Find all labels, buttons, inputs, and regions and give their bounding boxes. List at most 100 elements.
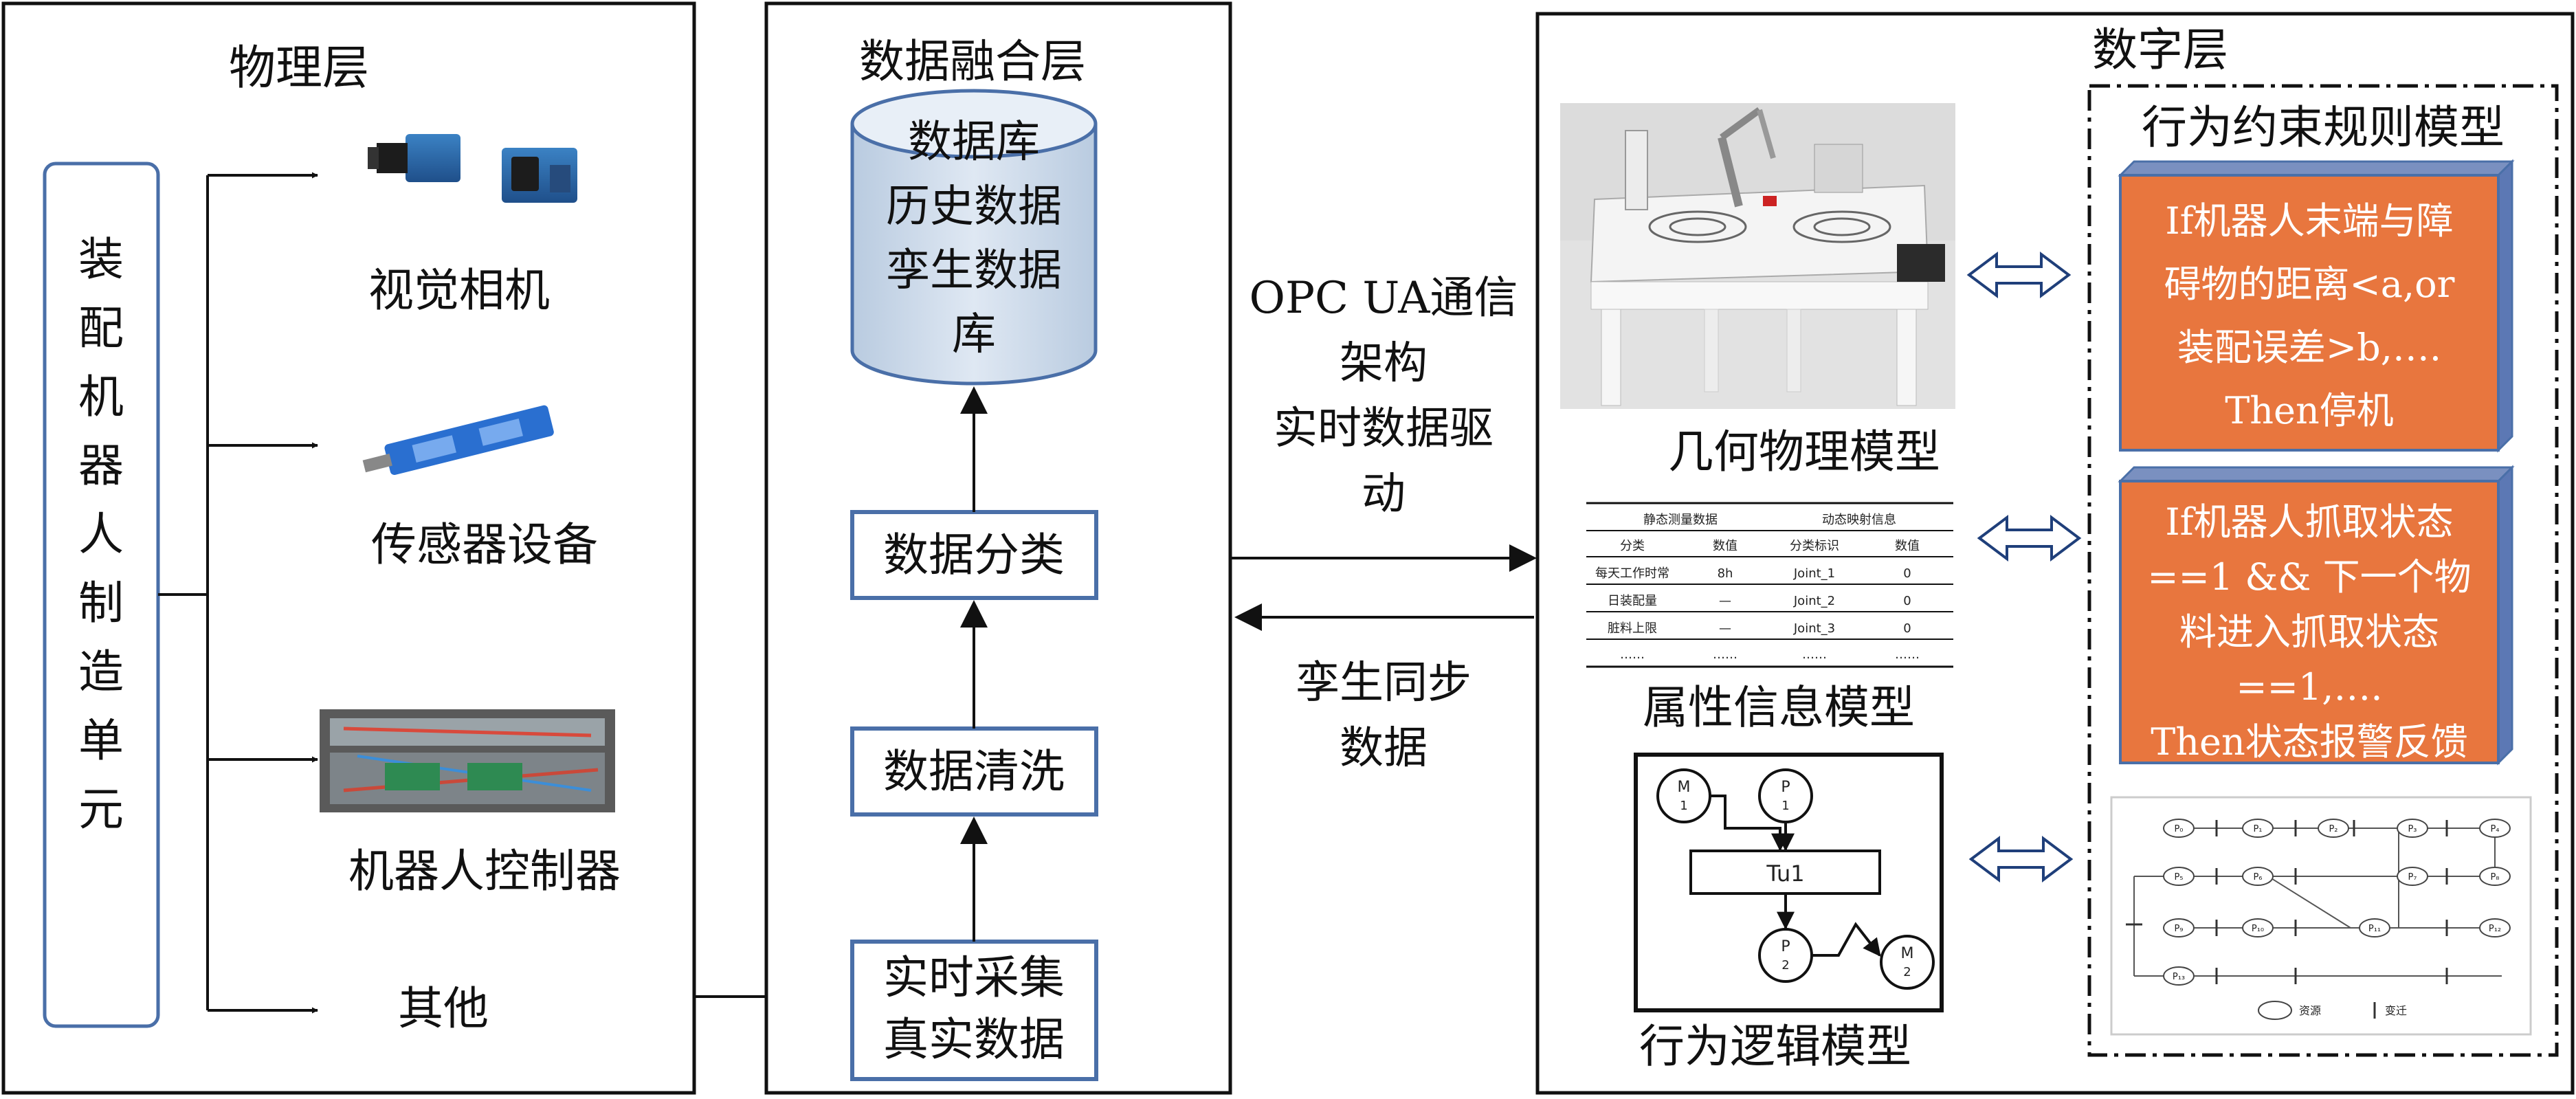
double-arrow-icon bbox=[1968, 836, 2074, 882]
transition-label: Tu1 bbox=[1766, 861, 1804, 887]
unit-char: 配 bbox=[78, 302, 124, 355]
petri-place-label: P₁₃ bbox=[2173, 972, 2185, 982]
table-cell: — bbox=[1719, 621, 1731, 636]
table-cell: Joint_3 bbox=[1793, 621, 1835, 636]
place-p1 bbox=[1758, 768, 1813, 823]
petri-legend-text: 资源 bbox=[2299, 1004, 2321, 1017]
vision-camera-label: 视觉相机 bbox=[368, 264, 550, 317]
unit-char: 人 bbox=[78, 508, 124, 561]
table-cell: Joint_1 bbox=[1793, 566, 1835, 581]
attribute-model-label: 属性信息模型 bbox=[1643, 681, 1915, 734]
other-label: 其他 bbox=[398, 982, 489, 1035]
data-fusion-layer-panel: 数据融合层 数据库 历史数据 孪生数据 库 数据分类 数据清洗 实时采集 真实数… bbox=[764, 1, 1232, 1095]
geometry-model-image bbox=[1560, 103, 1955, 409]
place-p2 bbox=[1758, 928, 1813, 983]
petri-place-label: P₇ bbox=[2408, 872, 2417, 882]
digital-layer-panel: 数字层 几何物理模型 bbox=[1535, 12, 2575, 1095]
rule-line: Then状态报警反馈 bbox=[2151, 720, 2468, 764]
unit-char: 单 bbox=[78, 714, 124, 767]
twin-sync-label: 孪生同步 数据 bbox=[1296, 658, 1472, 774]
geometry-model-label: 几何物理模型 bbox=[1668, 425, 1940, 478]
petri-legend-place bbox=[2258, 1001, 2292, 1020]
database-line: 历史数据 bbox=[886, 181, 1062, 232]
opc-line: 架构 bbox=[1340, 338, 1428, 389]
digital-layer-title: 数字层 bbox=[2092, 23, 2228, 76]
rule-line: ==1 && 下一个物 bbox=[2147, 555, 2471, 599]
robot-controller-icon bbox=[320, 709, 615, 812]
table-cell: 0 bbox=[1903, 594, 1911, 608]
table-cell: 0 bbox=[1903, 566, 1911, 581]
petri-place-label: P₅ bbox=[2174, 872, 2183, 882]
fusion-layer-title: 数据融合层 bbox=[859, 35, 1086, 88]
database-cylinder: 数据库 历史数据 孪生数据 库 bbox=[850, 89, 1098, 386]
table-cell: Joint_2 bbox=[1793, 594, 1835, 608]
node-label: M bbox=[1901, 945, 1914, 962]
unit-char: 器 bbox=[78, 439, 124, 492]
vision-camera-icon bbox=[368, 134, 577, 203]
unit-char: 机 bbox=[78, 370, 124, 423]
table-header-group: 静态测量数据 bbox=[1643, 513, 1718, 527]
realtime-collect-line: 真实数据 bbox=[883, 1013, 1065, 1066]
sync-line: 孪生同步 bbox=[1296, 658, 1472, 709]
behavior-logic-diagram: M 1 P 1 Tu1 P 2 M 2 bbox=[1634, 753, 1944, 1012]
unit-char: 造 bbox=[78, 645, 124, 698]
opc-line: OPC UA通信 bbox=[1249, 273, 1518, 324]
table-cell: 脏料上限 bbox=[1608, 621, 1657, 636]
petri-net-diagram: P₀ P₁ P₂ P₃ P₄ P₅ P₆ P₇ P₈ P₉ P₁₀ P₁₁ P₁… bbox=[2110, 796, 2532, 1036]
rule-line: If机器人末端与障 bbox=[2165, 199, 2453, 243]
rule-box-1: If机器人末端与障 碍物的距离<a,or 装配误差>b,…. Then停机 bbox=[2118, 159, 2515, 453]
unit-char: 制 bbox=[78, 577, 124, 630]
database-line: 数据库 bbox=[908, 117, 1040, 168]
database-line: 库 bbox=[952, 309, 996, 360]
petri-place-label: P₄ bbox=[2490, 824, 2499, 834]
unit-char: 元 bbox=[78, 783, 124, 836]
unit-char: 装 bbox=[78, 233, 124, 286]
table-cell: …… bbox=[1713, 647, 1737, 662]
petri-place-label: P₁₁ bbox=[2368, 924, 2381, 934]
rule-line: If机器人抓取状态 bbox=[2165, 500, 2453, 544]
node-label: 2 bbox=[1903, 965, 1911, 979]
node-label: P bbox=[1781, 938, 1790, 955]
petri-place-label: P₀ bbox=[2174, 824, 2183, 834]
opc-ua-label: OPC UA通信 架构 实时数据驱 动 bbox=[1249, 273, 1518, 520]
table-column-header: 分类标识 bbox=[1790, 539, 1839, 553]
petri-place-label: P₁₂ bbox=[2489, 924, 2501, 934]
node-label: 1 bbox=[1680, 799, 1687, 813]
physical-branch-connectors bbox=[158, 172, 318, 1014]
robot-controller-label: 机器人控制器 bbox=[348, 845, 621, 898]
data-clean-box bbox=[850, 726, 1098, 817]
physical-layer-panel: 物理层 装 配 机 器 人 制 造 单 元 bbox=[1, 1, 696, 1095]
petri-place-label: P₉ bbox=[2174, 924, 2183, 934]
behavior-logic-label: 行为逻辑模型 bbox=[1639, 1020, 1911, 1073]
petri-place-label: P₆ bbox=[2253, 872, 2262, 882]
petri-place-label: P₈ bbox=[2490, 872, 2499, 882]
place-m2 bbox=[1880, 935, 1935, 990]
table-cell: …… bbox=[1802, 647, 1827, 662]
rule-line: 装配误差>b,…. bbox=[2177, 326, 2441, 369]
table-cell: 每天工作时常 bbox=[1595, 566, 1669, 581]
petri-place-label: P₁ bbox=[2253, 824, 2262, 834]
communication-area: OPC UA通信 架构 实时数据驱 动 孪生同步 数据 bbox=[1232, 273, 1537, 774]
rules-model-title: 行为约束规则模型 bbox=[2142, 101, 2505, 154]
table-cell: …… bbox=[1620, 647, 1645, 662]
table-column-header: 分类 bbox=[1620, 539, 1645, 553]
petri-place-label: P₂ bbox=[2329, 824, 2338, 834]
sync-line: 数据 bbox=[1340, 723, 1428, 774]
rule-box-2: If机器人抓取状态 ==1 && 下一个物 料进入抓取状态 ==1,…. The… bbox=[2118, 465, 2515, 766]
database-line: 孪生数据 bbox=[886, 245, 1062, 296]
node-label: 1 bbox=[1781, 799, 1789, 813]
table-cell: 日装配量 bbox=[1608, 594, 1657, 608]
realtime-collect-line: 实时采集 bbox=[883, 951, 1065, 1004]
rule-line: 料进入抓取状态 bbox=[2179, 610, 2439, 654]
node-label: M bbox=[1678, 779, 1691, 796]
double-arrow-icon bbox=[1966, 252, 2072, 298]
physical-layer-title: 物理层 bbox=[229, 41, 369, 96]
petri-place-label: P₁₀ bbox=[2252, 924, 2264, 934]
data-classify-box bbox=[850, 510, 1098, 600]
attribute-info-table: 静态测量数据 动态映射信息 分类 数值 分类标识 数值 每天工作时常 8h Jo… bbox=[1586, 502, 1953, 668]
rules-model-region bbox=[2087, 84, 2559, 1057]
petri-legend-text: 变迁 bbox=[2385, 1004, 2407, 1017]
table-column-header: 数值 bbox=[1895, 539, 1920, 553]
node-label: 2 bbox=[1781, 958, 1789, 973]
rule-line: ==1,…. bbox=[2236, 665, 2382, 709]
